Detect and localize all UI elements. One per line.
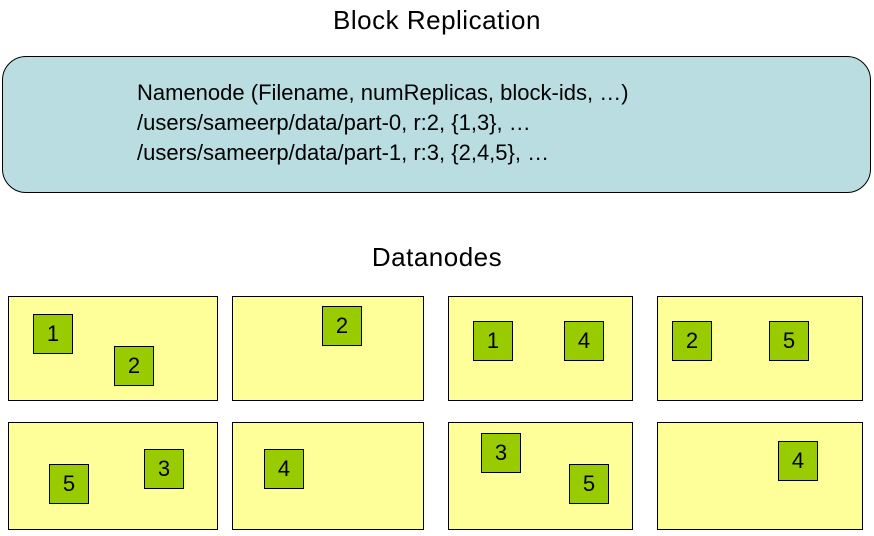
block-2: 2	[322, 306, 362, 346]
namenode-text: Namenode (Filename, numReplicas, block-i…	[137, 78, 629, 168]
block-4: 4	[778, 441, 818, 481]
diagram-title: Block Replication	[333, 5, 541, 35]
block-5: 5	[569, 464, 609, 504]
datanode-box-8: 4	[657, 422, 863, 530]
namenode-box: Namenode (Filename, numReplicas, block-i…	[2, 56, 871, 193]
block-1: 1	[473, 321, 513, 361]
datanodes-label: Datanodes	[371, 242, 503, 272]
block-5: 5	[769, 321, 809, 361]
block-4: 4	[264, 449, 304, 489]
block-2: 2	[114, 346, 154, 386]
namenode-file-line-part0: /users/sameerp/data/part-0, r:2, {1,3}, …	[137, 110, 531, 135]
namenode-file-line-part1: /users/sameerp/data/part-1, r:3, {2,4,5}…	[137, 140, 550, 165]
block-1: 1	[33, 314, 73, 354]
block-4: 4	[564, 321, 604, 361]
namenode-schema-line: Namenode (Filename, numReplicas, block-i…	[137, 80, 629, 105]
block-2: 2	[672, 321, 712, 361]
block-5: 5	[49, 464, 89, 504]
block-3: 3	[481, 433, 521, 473]
block-3: 3	[144, 449, 184, 489]
datanode-box-2: 2	[232, 296, 424, 401]
datanode-box-6: 4	[232, 422, 424, 530]
